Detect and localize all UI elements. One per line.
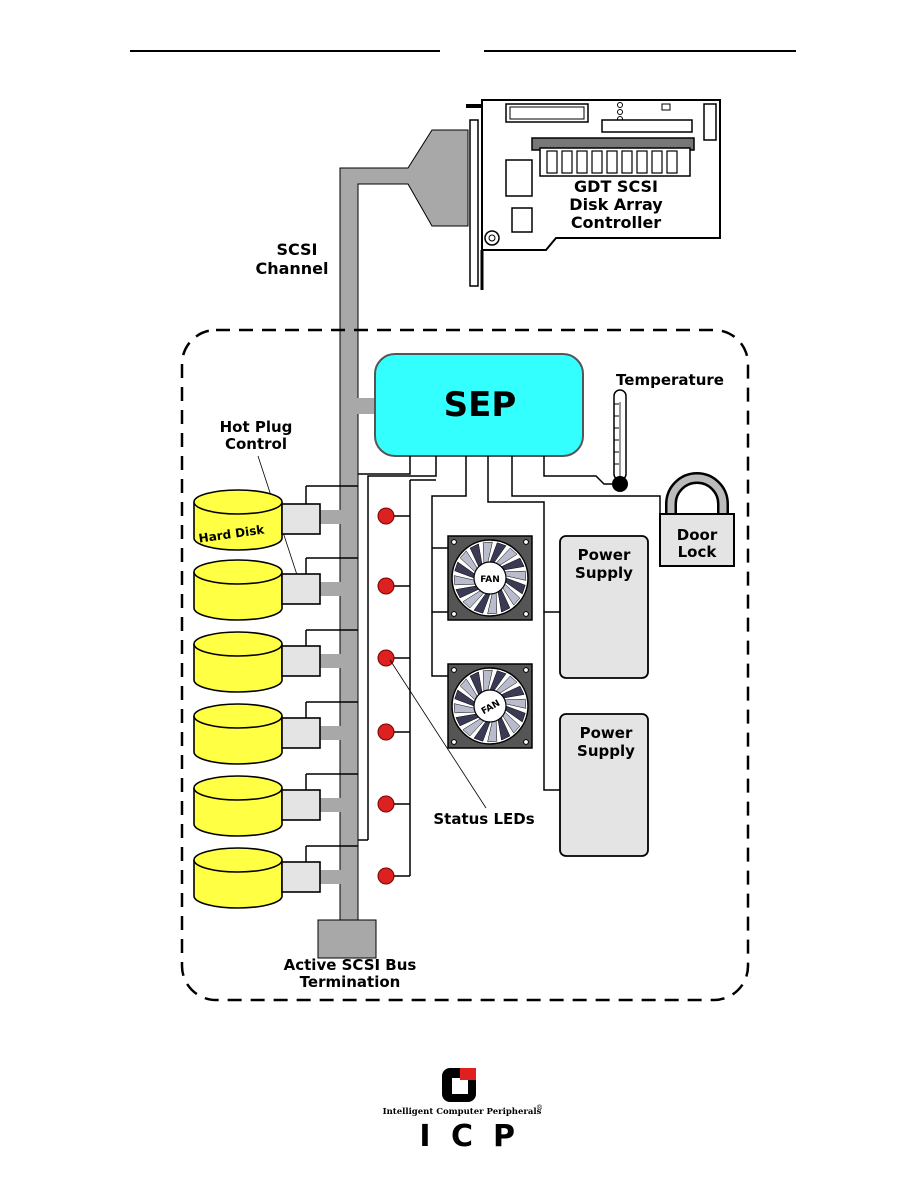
controller-label-line2: Disk Array xyxy=(569,195,663,214)
scsi-channel-label-line2: Channel xyxy=(255,259,328,278)
door-lock-line2: Lock xyxy=(678,543,718,561)
termination-label-line2: Termination xyxy=(300,973,401,991)
power-supply-2: Power Supply xyxy=(559,713,649,857)
hot-plug-box-3 xyxy=(281,645,321,677)
status-led-2 xyxy=(377,577,395,595)
company-name: Intelligent Computer Peripherals xyxy=(383,1107,542,1117)
controller-card: GDT SCSI Disk Array Controller xyxy=(466,99,721,290)
fan-icon-1: FAN xyxy=(447,535,533,621)
status-led-6 xyxy=(377,867,395,885)
power-supply-1-line2: Supply xyxy=(575,564,633,582)
hard-disk-2 xyxy=(193,559,283,621)
fan-icon-2: FAN xyxy=(447,663,533,749)
icp-logo xyxy=(442,1068,476,1102)
hard-disk-6 xyxy=(193,847,283,909)
status-led-column xyxy=(377,507,395,885)
sep-label: SEP xyxy=(444,385,517,425)
fan-label-1: FAN xyxy=(480,575,500,585)
status-leds-pointer xyxy=(389,659,487,809)
status-led-5 xyxy=(377,795,395,813)
hard-disk-3 xyxy=(193,631,283,693)
door-lock-icon: Door Lock xyxy=(659,472,735,567)
scsi-channel-label-line1: SCSI xyxy=(276,240,317,259)
sep-box xyxy=(374,353,584,457)
controller-label-line1: GDT SCSI xyxy=(574,177,658,196)
status-led-1 xyxy=(377,507,395,525)
disk-stack: Hard Disk xyxy=(193,489,321,909)
hot-plug-label-line2: Control xyxy=(225,435,287,453)
controller-label-line3: Controller xyxy=(571,213,661,232)
status-led-4 xyxy=(377,723,395,741)
hot-plug-box-4 xyxy=(281,717,321,749)
temperature-label: Temperature xyxy=(616,371,724,389)
power-supply-2-line1: Power xyxy=(580,724,633,742)
power-supply-1-line1: Power xyxy=(578,546,631,564)
logo-letter-c: C xyxy=(451,1119,473,1154)
scsi-bus xyxy=(317,129,469,959)
hard-disk-5 xyxy=(193,775,283,837)
hot-plug-box-5 xyxy=(281,789,321,821)
logo-letter-p: P xyxy=(493,1119,515,1154)
registered-mark: ® xyxy=(536,1104,543,1112)
enclosure-border xyxy=(180,328,750,1002)
logo-letter-i: I xyxy=(419,1119,430,1154)
power-supply-2-line2: Supply xyxy=(577,742,635,760)
hard-disk-4 xyxy=(193,703,283,765)
hot-plug-box-6 xyxy=(281,861,321,893)
hot-plug-box-2 xyxy=(281,573,321,605)
door-lock-line1: Door xyxy=(677,526,718,544)
hard-disk-1: Hard Disk xyxy=(193,489,283,551)
termination-label-line1: Active SCSI Bus xyxy=(284,956,417,974)
hot-plug-box-1 xyxy=(281,503,321,535)
power-supply-1: Power Supply xyxy=(559,535,649,679)
hot-plug-label-line1: Hot Plug xyxy=(220,418,293,436)
thermometer-icon xyxy=(612,389,628,492)
status-led-3 xyxy=(377,649,395,667)
status-leds-label: Status LEDs xyxy=(433,810,534,828)
fan-column: FAN FAN xyxy=(447,535,533,749)
